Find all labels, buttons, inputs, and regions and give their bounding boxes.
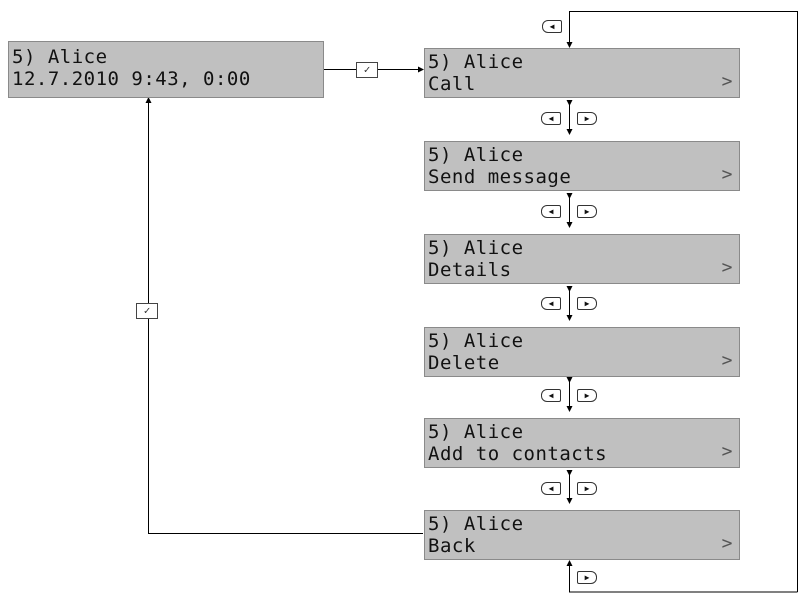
menu-screen-back: 5) Alice Back > <box>424 510 740 560</box>
start-screen: 5) Alice 12.7.2010 9:43, 0:00 <box>8 41 324 98</box>
screen-title: 5) Alice <box>428 51 524 73</box>
menu-screen-details: 5) Alice Details > <box>424 234 740 284</box>
right-key-icon: ▶ <box>577 297 597 310</box>
right-key-icon: ▶ <box>577 571 597 584</box>
right-key-icon: ▶ <box>577 482 597 495</box>
chevron-right-icon: > <box>721 164 733 185</box>
start-screen-line2: 12.7.2010 9:43, 0:00 <box>12 68 251 90</box>
screen-title: 5) Alice <box>428 513 524 535</box>
menu-screen-add-to-contacts: 5) Alice Add to contacts > <box>424 418 740 468</box>
menu-item-label: Details <box>428 259 512 281</box>
chevron-right-icon: > <box>721 441 733 462</box>
ok-key-icon: ✓ <box>356 62 378 78</box>
left-key-icon: ◀ <box>541 482 561 495</box>
screen-title: 5) Alice <box>428 237 524 259</box>
chevron-right-icon: > <box>721 350 733 371</box>
right-key-icon: ▶ <box>577 112 597 125</box>
right-key-icon: ▶ <box>577 205 597 218</box>
menu-item-label: Send message <box>428 166 572 188</box>
menu-item-label: Call <box>428 73 476 95</box>
menu-screen-call: 5) Alice Call > <box>424 48 740 98</box>
left-key-icon: ◀ <box>541 112 561 125</box>
ok-key-icon: ✓ <box>136 303 158 319</box>
left-key-icon: ◀ <box>541 297 561 310</box>
screen-title: 5) Alice <box>428 330 524 352</box>
menu-item-label: Delete <box>428 352 500 374</box>
chevron-right-icon: > <box>721 257 733 278</box>
start-screen-line1: 5) Alice <box>12 46 108 68</box>
menu-item-label: Back <box>428 535 476 557</box>
menu-item-label: Add to contacts <box>428 443 608 465</box>
right-key-icon: ▶ <box>577 389 597 402</box>
left-key-icon: ◀ <box>542 20 562 33</box>
menu-screen-send-message: 5) Alice Send message > <box>424 141 740 191</box>
screen-title: 5) Alice <box>428 421 524 443</box>
left-key-icon: ◀ <box>541 205 561 218</box>
screen-title: 5) Alice <box>428 144 524 166</box>
left-key-icon: ◀ <box>541 389 561 402</box>
menu-screen-delete: 5) Alice Delete > <box>424 327 740 377</box>
chevron-right-icon: > <box>721 533 733 554</box>
chevron-right-icon: > <box>721 71 733 92</box>
